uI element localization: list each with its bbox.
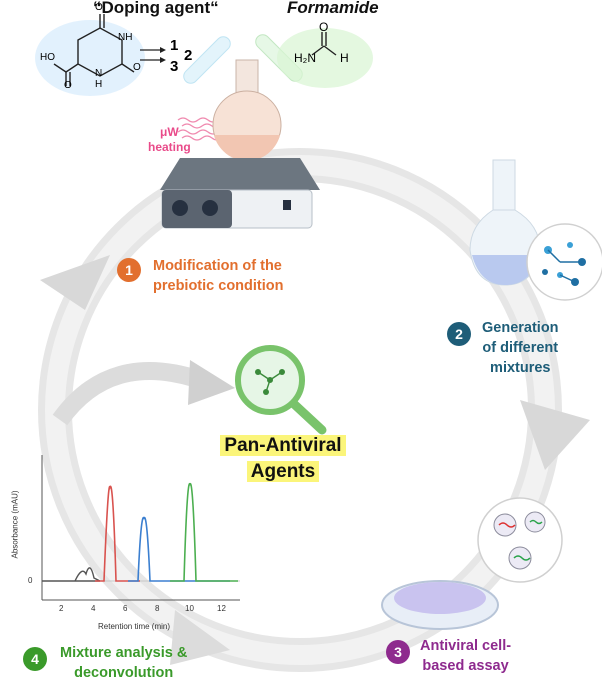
- chromatogram-ytick: 0: [28, 576, 33, 585]
- round-bottom-flask: [212, 59, 282, 161]
- step-3-label: Antiviral cell- based assay: [420, 636, 511, 676]
- xtick-10: 10: [185, 604, 194, 613]
- erlenmeyer-flask: [469, 159, 541, 286]
- microwave-label-line1: μW: [160, 125, 179, 139]
- step-2-line3: mixtures: [490, 360, 551, 376]
- step-2-badge: 2: [447, 322, 471, 346]
- reaction-arrows: [140, 47, 166, 63]
- hotplate-stirrer: [160, 158, 320, 229]
- chromatogram-chart: [41, 455, 240, 601]
- reagent-number-1: 1: [170, 37, 179, 54]
- center-title-line2: Agents: [246, 461, 320, 482]
- step-4-line1: Mixture analysis &: [60, 645, 188, 661]
- cycle-arrowhead-bottom: [170, 610, 230, 665]
- xtick-2: 2: [59, 604, 64, 613]
- xtick-6: 6: [123, 604, 128, 613]
- atom-o-right: O: [133, 62, 141, 73]
- red-trace: [95, 485, 140, 582]
- formamide-glow: [277, 28, 373, 88]
- step-4-badge: 4: [23, 647, 47, 671]
- molecule-bubble: [526, 223, 602, 301]
- gray-trace: [42, 567, 101, 582]
- xtick-8: 8: [155, 604, 160, 613]
- chromatogram-xlabel: Retention time (min): [98, 622, 171, 631]
- inner-curved-arrow: [52, 362, 203, 426]
- step-3-badge: 3: [386, 640, 410, 664]
- formamide-structure: [311, 32, 337, 56]
- blue-trace: [128, 516, 230, 582]
- formamide-title: Formamide: [287, 0, 379, 17]
- reagent-number-2: 2: [184, 47, 193, 64]
- center-title: Pan-Antiviral Agents: [208, 433, 358, 485]
- cycle-arrowhead-left: [40, 255, 110, 310]
- test-tube-blue: [183, 36, 231, 84]
- step-1-line2: prebiotic condition: [153, 278, 284, 294]
- inner-arrowhead: [188, 360, 235, 405]
- petri-dish: [381, 580, 499, 630]
- step-3-line1: Antiviral cell-: [420, 638, 512, 654]
- center-title-line1: Pan-Antiviral: [220, 435, 346, 456]
- virus-bubble: [477, 497, 563, 583]
- atom-ho: HO: [40, 52, 55, 63]
- step-2-label: Generation of different mixtures: [482, 318, 559, 378]
- magnifying-glass-icon: [235, 345, 327, 435]
- atom-n-bottom: N: [95, 68, 103, 79]
- microwave-label: μW heating: [148, 125, 191, 155]
- doping-agent-title: “Doping agent“: [93, 0, 219, 17]
- atom-nh-top: NH: [118, 32, 133, 43]
- cycle-arrowhead-right: [520, 400, 590, 470]
- atom-h: H: [340, 51, 349, 65]
- step-4-label: Mixture analysis & deconvolution: [60, 643, 187, 683]
- orotic-acid-structure: [35, 14, 145, 96]
- atom-o-top: O: [95, 2, 103, 13]
- atom-h2n: H₂N: [294, 51, 316, 65]
- atom-o: O: [319, 20, 329, 34]
- step-2-line2: of different: [482, 340, 559, 356]
- microwave-label-line2: heating: [148, 140, 191, 154]
- xtick-12: 12: [217, 604, 226, 613]
- xtick-4: 4: [91, 604, 96, 613]
- green-trace: [170, 483, 238, 582]
- chromatogram-ylabel: Absorbance (mAU): [10, 490, 20, 559]
- atom-o-acid: O: [64, 80, 72, 91]
- step-1-label: Modification of the prebiotic condition: [153, 256, 284, 296]
- step-1-line1: Modification of the: [153, 258, 282, 274]
- step-1-badge: 1: [117, 258, 141, 282]
- step-4-line2: deconvolution: [74, 665, 174, 681]
- reagent-number-3: 3: [170, 58, 179, 75]
- step-3-line2: based assay: [422, 658, 509, 674]
- step-2-line1: Generation: [482, 320, 559, 336]
- atom-h-bottom: H: [95, 79, 103, 90]
